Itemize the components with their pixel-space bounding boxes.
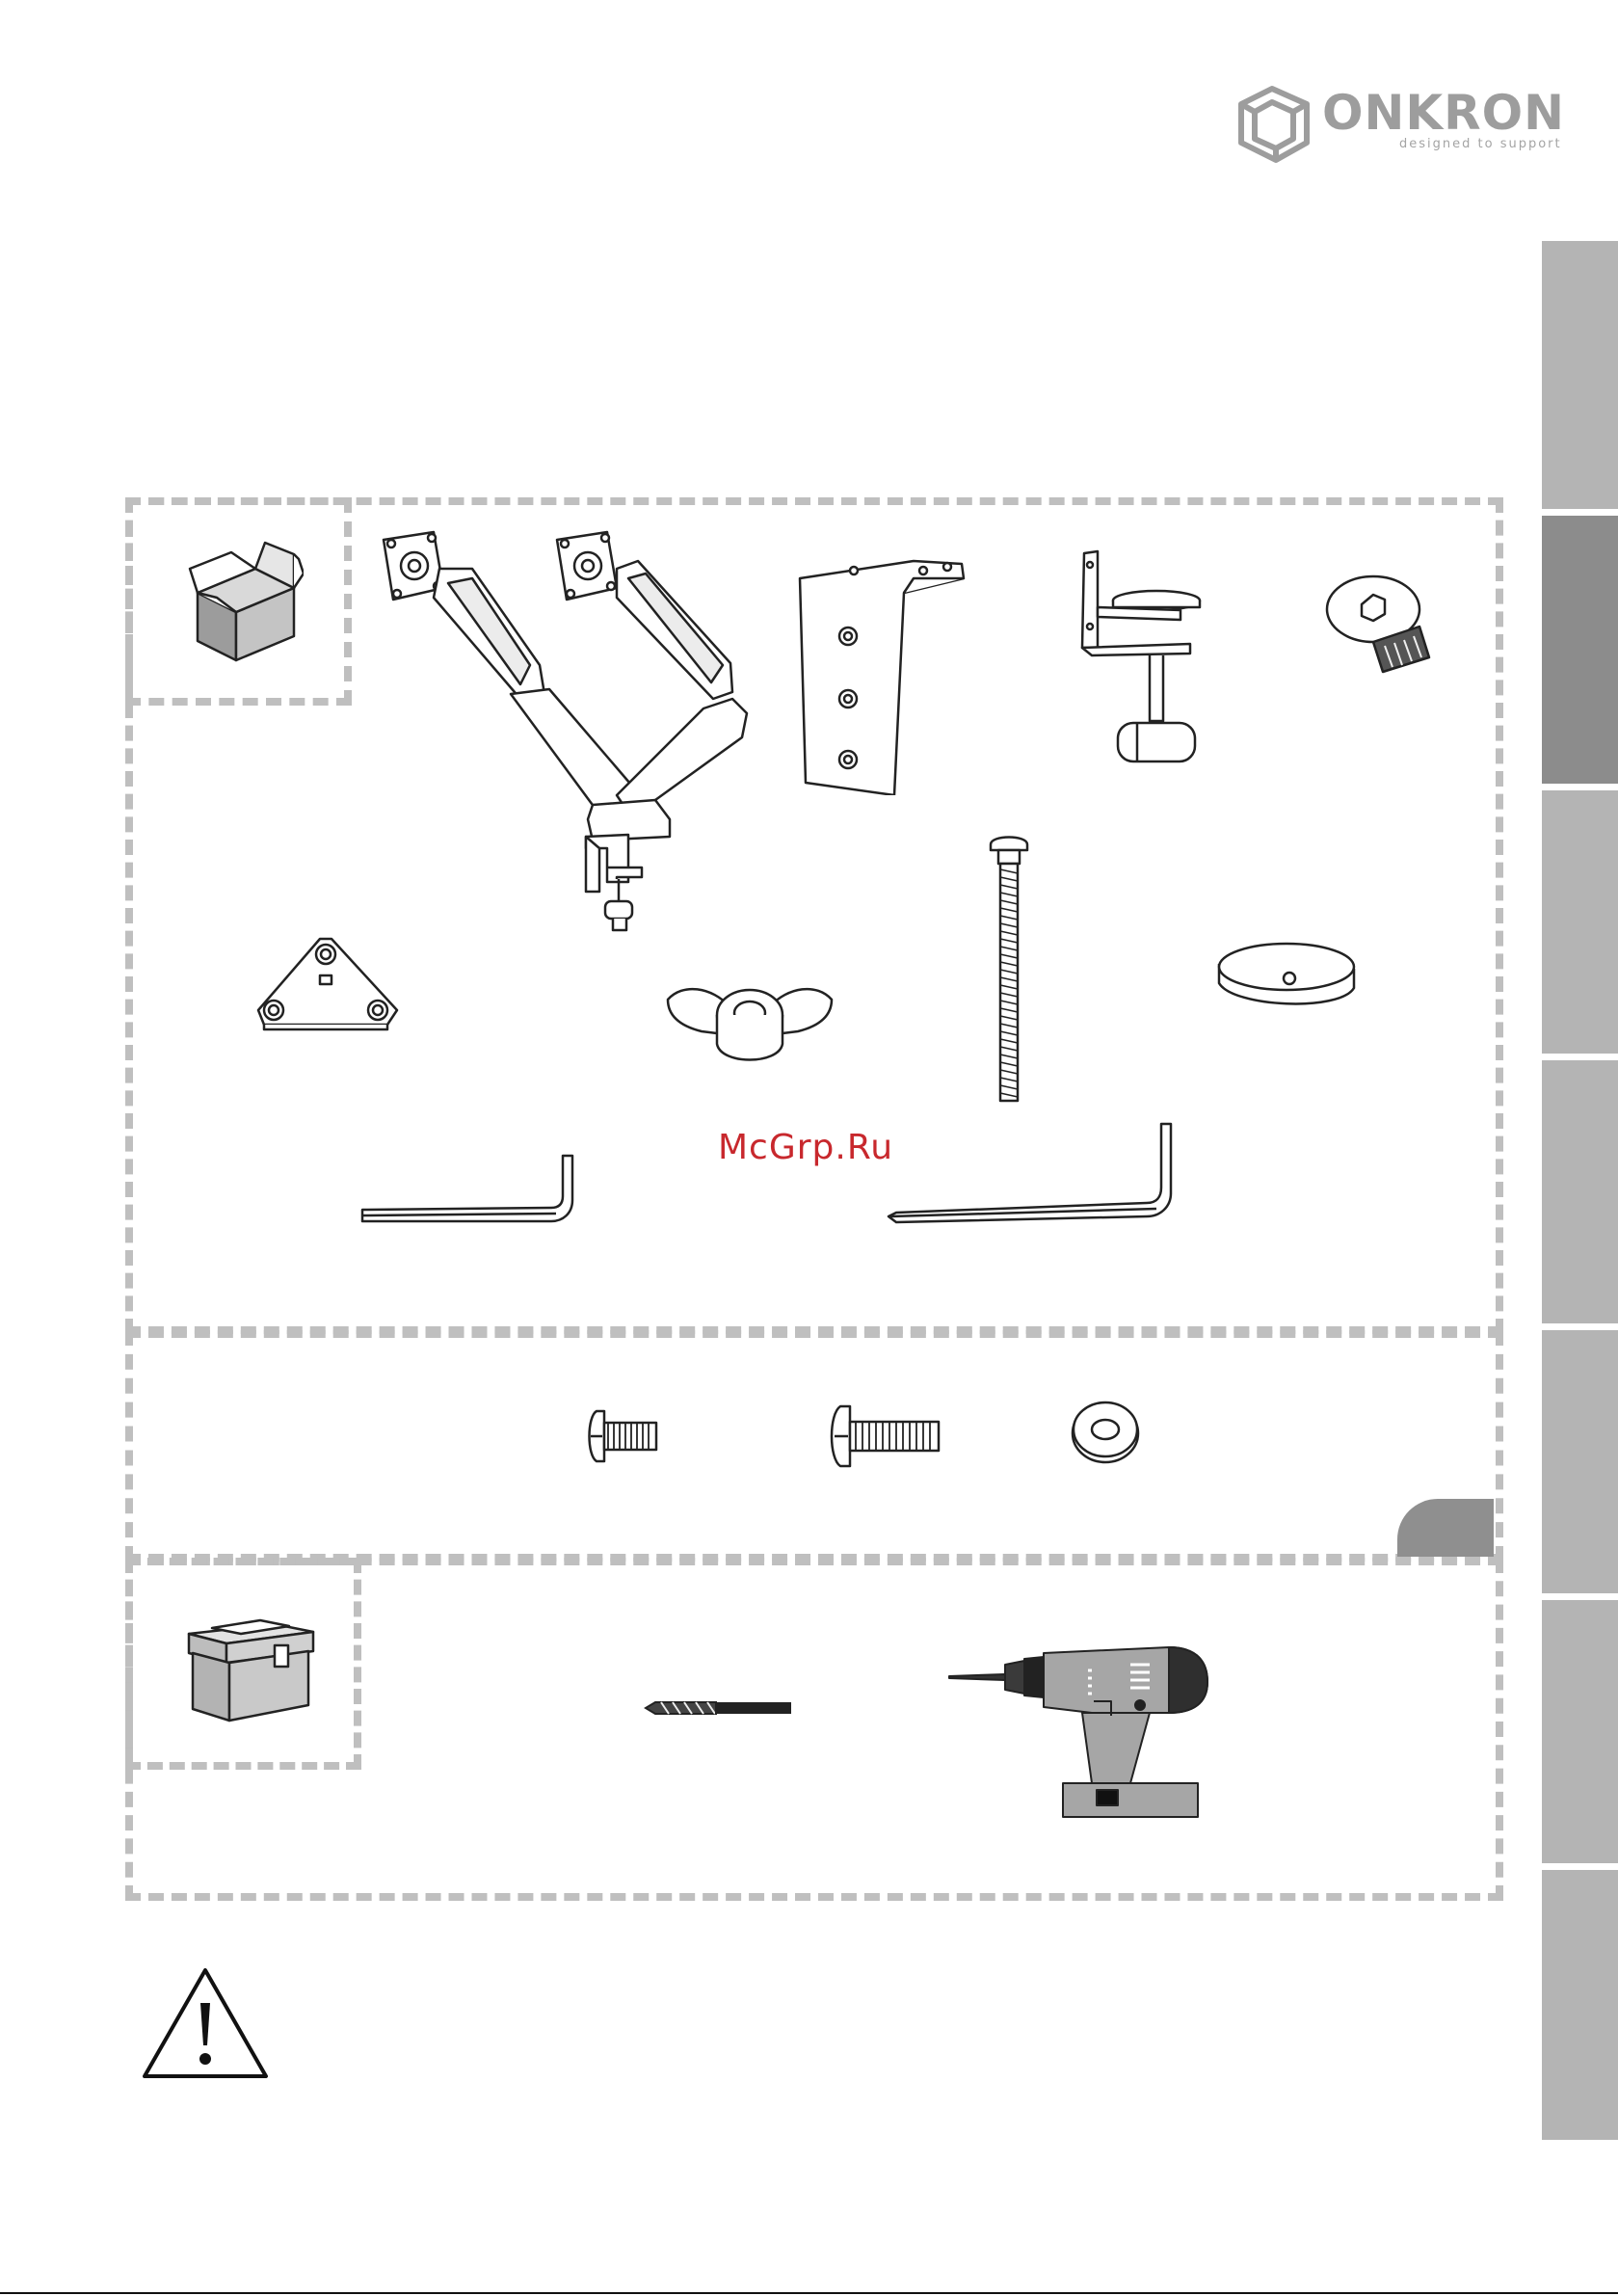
- side-tab-6[interactable]: [1542, 1600, 1618, 1863]
- side-tab-3[interactable]: [1542, 790, 1618, 1054]
- watermark-text: McGrp.Ru: [718, 1128, 893, 1167]
- long-screw-icon: [827, 1402, 942, 1470]
- power-drill-icon: [947, 1643, 1217, 1822]
- logo-wordmark: ONKRON: [1322, 89, 1565, 137]
- onkron-logo: ONKRON designed to support: [1233, 83, 1552, 170]
- side-tab-7[interactable]: [1542, 1870, 1618, 2140]
- hardware-tab: [1397, 1499, 1494, 1557]
- open-box-icon: [188, 535, 304, 670]
- triangle-plate-icon: [252, 933, 402, 1034]
- long-bolt-icon: [985, 831, 1033, 1106]
- logo-tagline: designed to support: [1399, 137, 1562, 151]
- wing-nut-icon: [663, 978, 836, 1075]
- flat-washer-icon: [1070, 1398, 1142, 1465]
- small-hex-key-icon: [358, 1152, 580, 1229]
- grommet-plate-icon: [798, 559, 967, 795]
- side-tab-1[interactable]: [1542, 241, 1618, 509]
- small-screw-icon: [583, 1407, 660, 1465]
- desk-clamp-icon: [1074, 547, 1214, 774]
- hardware-panel: [125, 1330, 1503, 1562]
- logo-cube-icon: [1233, 83, 1320, 170]
- page-bottom-rule: [0, 2292, 1618, 2294]
- side-tab-4[interactable]: [1542, 1060, 1618, 1323]
- round-plate-icon: [1214, 940, 1359, 1017]
- dual-monitor-arm-icon: [376, 530, 761, 945]
- large-hex-key-icon: [887, 1118, 1180, 1224]
- drill-bit-icon: [644, 1698, 793, 1718]
- toolbox-icon: [183, 1605, 318, 1725]
- side-tab-2[interactable]: [1542, 516, 1618, 784]
- warning-triangle-icon: [141, 1966, 270, 2082]
- hex-screw-icon: [1325, 571, 1431, 677]
- side-tab-5[interactable]: [1542, 1330, 1618, 1593]
